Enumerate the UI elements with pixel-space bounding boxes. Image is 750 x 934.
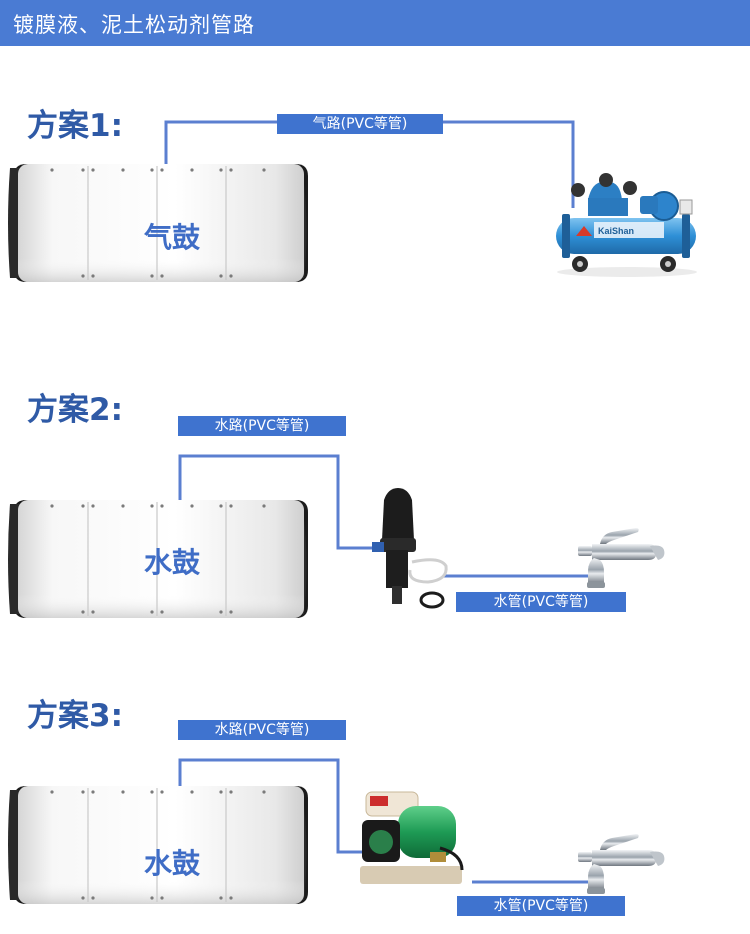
scheme-3-diagram <box>7 758 665 905</box>
tap-pipe-label-3: 水管(PVC等管) <box>457 896 625 916</box>
water-drum-label-3: 水鼓 <box>144 847 201 880</box>
tap-pipe-line-3 <box>472 872 592 884</box>
faucet-icon-3 <box>578 834 665 894</box>
dosing-pump-icon <box>372 488 448 609</box>
scheme-1-diagram: KaiShan <box>7 120 697 283</box>
header-bar: 镀膜液、泥土松动剂管路 <box>0 0 750 46</box>
water-drum-label-2: 水鼓 <box>144 546 201 579</box>
water-pump-icon <box>360 791 464 884</box>
air-compressor-icon: KaiShan <box>556 173 697 277</box>
page-title: 镀膜液、泥土松动剂管路 <box>13 13 255 37</box>
scheme-2-title: 方案2: <box>27 392 123 428</box>
air-drum-label: 气鼓 <box>144 221 201 254</box>
scheme-3-title: 方案3: <box>27 698 123 734</box>
scheme-2-diagram <box>7 454 665 619</box>
tap-pipe-label-2: 水管(PVC等管) <box>456 592 626 612</box>
air-pipe-label: 气路(PVC等管) <box>277 114 443 134</box>
faucet-icon-2 <box>578 528 665 588</box>
tap-pipe-line-2 <box>444 566 592 578</box>
water-pipe-line-2 <box>178 454 378 550</box>
water-pipe-line-3 <box>178 758 364 854</box>
compressor-brand: KaiShan <box>598 226 634 236</box>
scheme-1-title: 方案1: <box>27 108 123 144</box>
water-pipe-label-3: 水路(PVC等管) <box>178 720 346 740</box>
water-pipe-label-2: 水路(PVC等管) <box>178 416 346 436</box>
